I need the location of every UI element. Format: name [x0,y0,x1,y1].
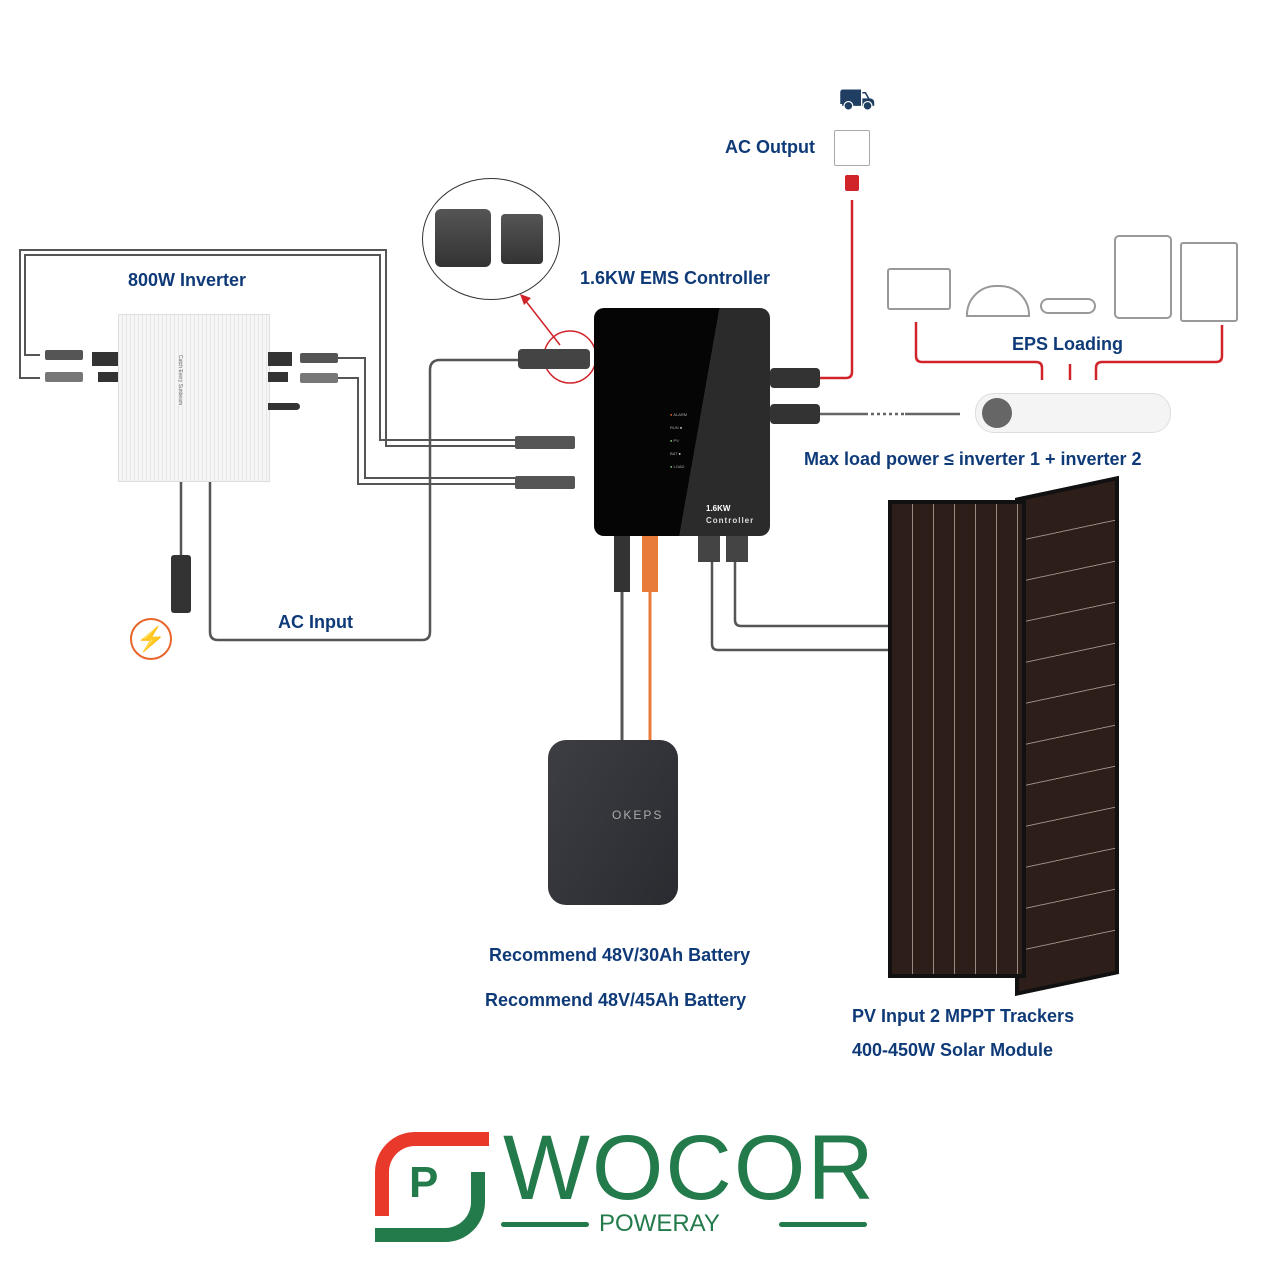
battery-brand: OKEPS [612,808,664,822]
mc4-connector [515,476,575,489]
monitor-icon [887,268,951,310]
lightning-icon: ⚡ [130,618,172,660]
brand-line-left [501,1222,589,1227]
power-tower-icon: ⛟ [838,83,876,116]
ac-input-label: AC Input [278,612,353,632]
brand-logo: P WOCOR POWERAY [375,1122,895,1242]
callout-arrow [524,299,561,346]
mc4-connector [300,373,338,383]
connector-detail-male [501,214,543,264]
mc4-connector [515,436,575,449]
ac-input-cable [208,358,520,642]
ems-controller-device: ● ALARM RUN ● ● PV BAT ● ● LOAD 1.6KW Co… [594,308,770,536]
controller-led-panel: ● ALARM RUN ● ● PV BAT ● ● LOAD [670,408,687,473]
mc4-connector [92,352,118,366]
battery-30ah-label: Recommend 48V/30Ah Battery [489,945,751,965]
brand-name: WOCOR [503,1117,876,1219]
ac-output-label: AC Output [725,137,815,157]
mc4-connector [300,353,338,363]
wall-socket-icon [834,130,870,166]
led-alarm: ● ALARM [670,412,688,417]
battery-device: OKEPS [548,740,678,905]
controller-power-label: 1.6KW [706,504,731,513]
inverter-side-text: Catch Every Sunbeam [177,355,183,406]
mc4-connector [45,350,83,360]
pv-input-connector [726,536,748,562]
refrigerator-icon [1114,235,1172,319]
solar-module-label: 400-450W Solar Module [852,1040,1054,1060]
battery-terminal-negative [614,536,630,592]
pv-trackers-label: PV Input 2 MPPT Trackers [852,1006,1075,1026]
power-strip-switch [982,398,1012,428]
load-output-connector [770,404,820,424]
inverter-device: Catch Every Sunbeam [118,314,270,482]
led-load: ● LOAD [670,464,685,469]
inverter-pv-cables [19,249,520,485]
led-bat: BAT ● [670,451,681,456]
ac-output-connector [770,368,820,388]
brand-line-right [779,1222,867,1227]
eps-load-wires [914,322,1224,380]
mc4-connector [268,372,288,382]
ac-output-cable [818,200,854,380]
computer-tower-icon [1180,242,1238,322]
red-plug-icon [845,175,859,191]
led-pv: ● PV [670,438,679,443]
mc4-connector [268,352,292,366]
max-load-label: Max load power ≤ inverter 1 + inverter 2 [804,449,1142,469]
battery-terminal-positive [642,536,658,592]
solar-panel-2 [1015,475,1119,996]
eps-loading-label: EPS Loading [1012,334,1124,354]
solar-panel-1 [888,500,1026,978]
led-run: RUN ● [670,425,683,430]
connector-detail-zoom [422,178,560,300]
ac-input-connector [518,349,590,369]
pv-panel-cables [710,560,890,652]
logo-mark-green-arc [375,1172,485,1242]
brand-tagline: POWERAY [599,1210,720,1237]
connector-detail-female [435,209,491,267]
inverter-antenna [268,403,300,410]
router-icon [1040,298,1096,314]
callout-arrowhead [520,294,531,305]
battery-45ah-label: Recommend 48V/45Ah Battery [485,990,747,1010]
controller-label: 1.6KW EMS Controller [580,268,771,288]
logo-mark-letter: P [409,1158,439,1207]
power-strip [975,393,1171,433]
grid-plug-connector [171,555,191,613]
controller-sub-label: Controller [706,516,755,525]
pv-input-connector [698,536,720,562]
mc4-connector [98,372,118,382]
inverter-label: 800W Inverter [128,270,247,290]
mc4-connector [45,372,83,382]
